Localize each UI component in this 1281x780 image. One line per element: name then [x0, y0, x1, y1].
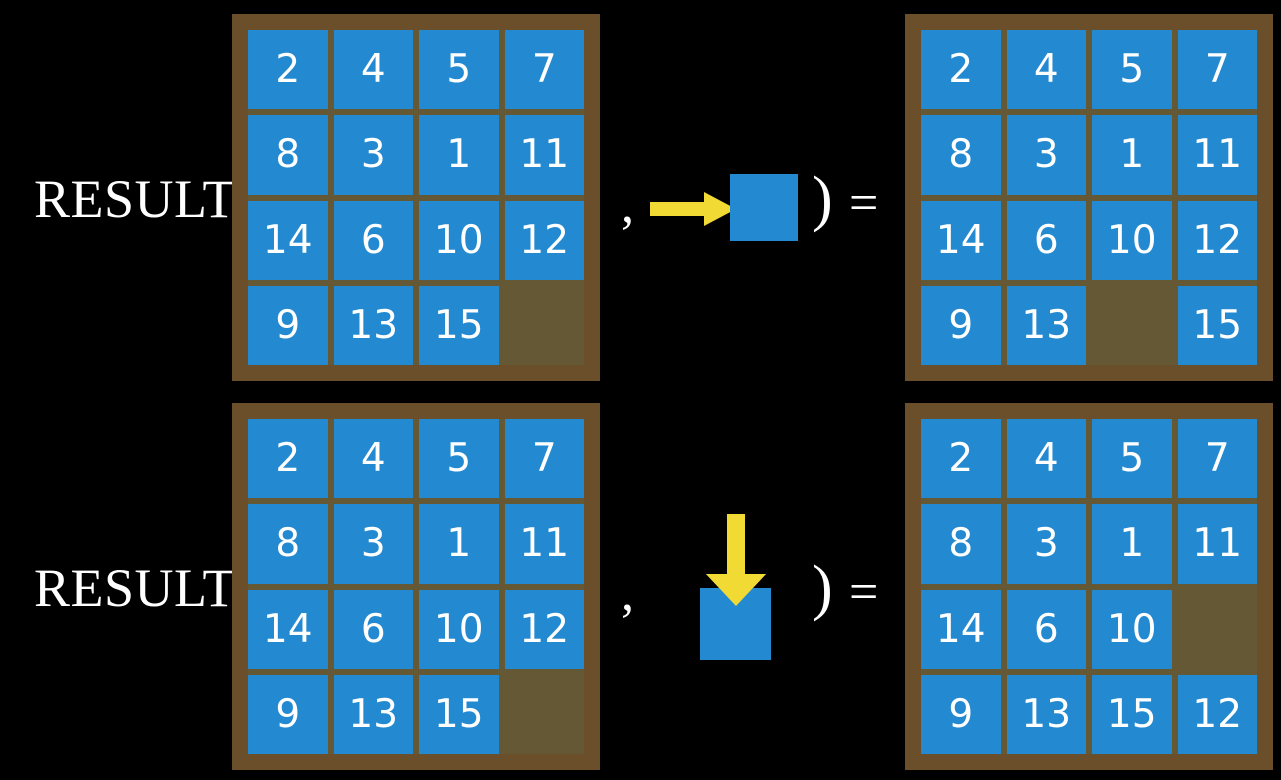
tile[interactable]: 15	[1177, 285, 1257, 365]
tile[interactable]: 9	[248, 674, 328, 754]
tile[interactable]: 5	[419, 30, 499, 110]
tile[interactable]: 5	[419, 419, 499, 499]
tile[interactable]: 1	[1092, 504, 1172, 584]
tile[interactable]: 6	[1006, 200, 1086, 280]
tile[interactable]: 11	[1177, 115, 1257, 195]
tile[interactable]: 12	[504, 200, 584, 280]
tile[interactable]: 6	[333, 589, 413, 669]
tile[interactable]: 4	[1006, 419, 1086, 499]
tile[interactable]: 5	[1092, 419, 1172, 499]
tile[interactable]: 8	[921, 504, 1001, 584]
result-label-row-1: RESULT(	[34, 172, 255, 226]
output-board-row-2[interactable]: 2 4 5 7 8 3 1 11 14 6 10 9 13 15 12	[905, 403, 1273, 770]
tile[interactable]: 6	[333, 200, 413, 280]
tile[interactable]: 11	[504, 115, 584, 195]
tile[interactable]: 3	[1006, 115, 1086, 195]
tile[interactable]: 14	[248, 589, 328, 669]
comma-row-1: ,	[621, 177, 634, 234]
operator-move-right[interactable]	[650, 170, 802, 246]
tile[interactable]: 12	[1177, 674, 1257, 754]
tile[interactable]: 2	[248, 30, 328, 110]
tile[interactable]: 2	[921, 30, 1001, 110]
tile[interactable]: 2	[921, 419, 1001, 499]
output-board-row-1-grid: 2 4 5 7 8 3 1 11 14 6 10 12 9 13 15	[921, 30, 1257, 365]
tile[interactable]: 12	[1177, 200, 1257, 280]
operator-move-down[interactable]	[698, 514, 774, 662]
tile[interactable]: 13	[333, 285, 413, 365]
tile[interactable]: 4	[333, 30, 413, 110]
tile[interactable]: 3	[333, 504, 413, 584]
tile[interactable]: 15	[1092, 674, 1172, 754]
operator-tile-right[interactable]	[730, 174, 798, 241]
result-label-row-2-text: RESULT(	[34, 558, 255, 618]
blank-slot[interactable]	[505, 675, 585, 754]
result-label-row-1-text: RESULT(	[34, 169, 255, 229]
blank-slot[interactable]	[1092, 286, 1172, 365]
tile[interactable]: 10	[1092, 589, 1172, 669]
tile[interactable]: 8	[248, 504, 328, 584]
tile[interactable]: 12	[504, 589, 584, 669]
input-board-row-1-grid: 2 4 5 7 8 3 1 11 14 6 10 12 9 13 15	[248, 30, 584, 365]
result-label-row-2: RESULT(	[34, 561, 255, 615]
input-board-row-2[interactable]: 2 4 5 7 8 3 1 11 14 6 10 12 9 13 15	[232, 403, 600, 770]
tile[interactable]: 10	[1092, 200, 1172, 280]
output-board-row-1[interactable]: 2 4 5 7 8 3 1 11 14 6 10 12 9 13 15	[905, 14, 1273, 381]
tile[interactable]: 1	[419, 115, 499, 195]
tile[interactable]: 9	[921, 285, 1001, 365]
tile[interactable]: 13	[1006, 674, 1086, 754]
tile[interactable]: 8	[921, 115, 1001, 195]
blank-slot[interactable]	[505, 286, 585, 365]
tile[interactable]: 1	[419, 504, 499, 584]
tile[interactable]: 13	[333, 674, 413, 754]
tile[interactable]: 3	[333, 115, 413, 195]
input-board-row-1[interactable]: 2 4 5 7 8 3 1 11 14 6 10 12 9 13 15	[232, 14, 600, 381]
output-board-row-2-grid: 2 4 5 7 8 3 1 11 14 6 10 9 13 15 12	[921, 419, 1257, 754]
equals-row-1: =	[849, 175, 879, 232]
tile[interactable]: 2	[248, 419, 328, 499]
tile[interactable]: 14	[248, 200, 328, 280]
tile[interactable]: 5	[1092, 30, 1172, 110]
tile[interactable]: 9	[921, 674, 1001, 754]
tile[interactable]: 8	[248, 115, 328, 195]
tile[interactable]: 11	[504, 504, 584, 584]
arrow-down-icon-overlay	[706, 514, 766, 606]
tile[interactable]: 10	[419, 589, 499, 669]
input-board-row-2-grid: 2 4 5 7 8 3 1 11 14 6 10 12 9 13 15	[248, 419, 584, 754]
tile[interactable]: 11	[1177, 504, 1257, 584]
tile[interactable]: 9	[248, 285, 328, 365]
tile[interactable]: 7	[504, 419, 584, 499]
tile[interactable]: 7	[504, 30, 584, 110]
tile[interactable]: 14	[921, 589, 1001, 669]
equals-row-2: =	[849, 564, 879, 621]
tile[interactable]: 14	[921, 200, 1001, 280]
tile[interactable]: 4	[333, 419, 413, 499]
tile[interactable]: 6	[1006, 589, 1086, 669]
close-paren-row-1: )	[812, 165, 833, 233]
comma-row-2: ,	[621, 565, 634, 622]
tile[interactable]: 4	[1006, 30, 1086, 110]
tile[interactable]: 1	[1092, 115, 1172, 195]
tile[interactable]: 10	[419, 200, 499, 280]
blank-slot[interactable]	[1178, 590, 1258, 669]
tile[interactable]: 7	[1177, 30, 1257, 110]
tile[interactable]: 13	[1006, 285, 1086, 365]
tile[interactable]: 15	[419, 285, 499, 365]
close-paren-row-2: )	[812, 554, 833, 622]
arrow-right-icon	[650, 192, 736, 226]
tile[interactable]: 3	[1006, 504, 1086, 584]
tile[interactable]: 15	[419, 674, 499, 754]
tile[interactable]: 7	[1177, 419, 1257, 499]
